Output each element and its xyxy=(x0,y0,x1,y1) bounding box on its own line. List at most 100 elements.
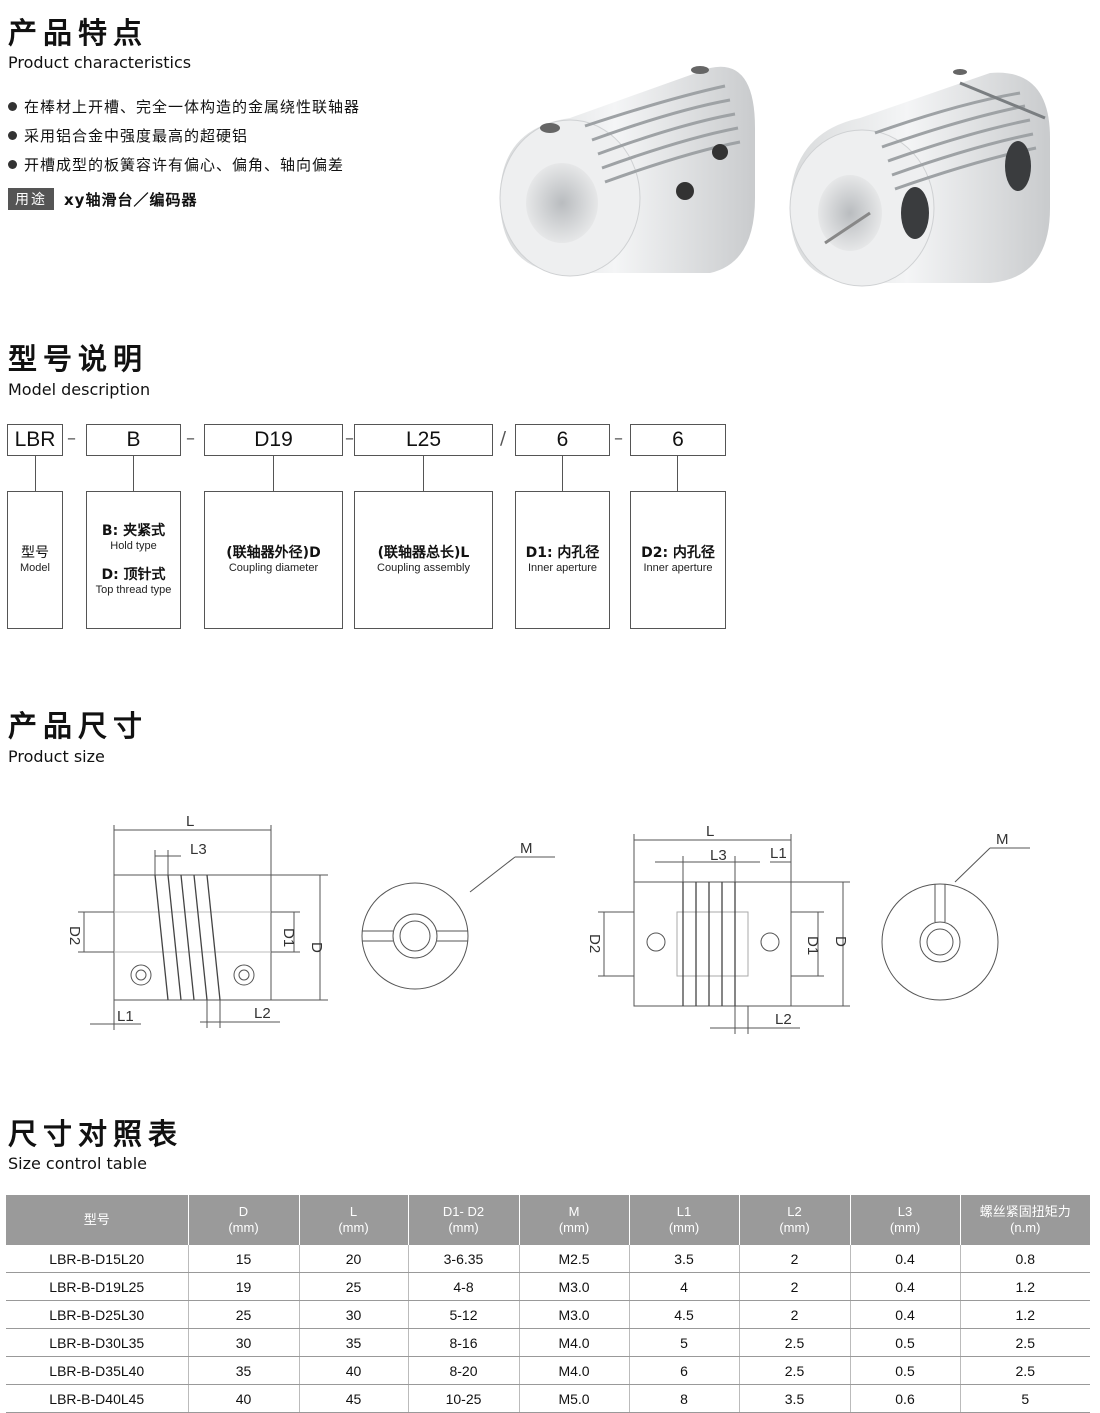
coupling-top-thread-image xyxy=(789,69,1050,287)
desc-d2-cn: D2: 内孔径 xyxy=(641,545,715,561)
table-cell: 2.5 xyxy=(739,1356,851,1385)
table-cell: 8 xyxy=(629,1384,740,1413)
table-cell: 2 xyxy=(739,1245,851,1273)
table-cell: 1.2 xyxy=(960,1300,1090,1329)
dim-label-d1: D1 xyxy=(804,936,821,955)
table-cell: 0.4 xyxy=(850,1300,961,1329)
feature-bullet-2: 采用铝合金中强度最高的超硬铝 xyxy=(8,125,248,146)
dim-label-l3: L3 xyxy=(190,841,207,858)
coupling-end-view xyxy=(361,882,469,990)
bullet-dot-icon xyxy=(8,102,17,111)
table-cell: 35 xyxy=(188,1356,300,1385)
table-cell: 4-8 xyxy=(408,1272,520,1301)
table-cell: 2 xyxy=(739,1272,851,1301)
dim-label-l2: L2 xyxy=(775,1011,792,1028)
table-cell: 2.5 xyxy=(739,1328,851,1357)
table-cell: 3-6.35 xyxy=(408,1245,520,1273)
table-cell: 5 xyxy=(960,1384,1090,1413)
desc-box-type: B: 夹紧式 Hold type D: 顶针式 Top thread type xyxy=(86,491,181,629)
table-cell: 3.5 xyxy=(739,1384,851,1413)
code-box-length: L25 xyxy=(354,424,493,456)
table-header: D(mm) xyxy=(188,1195,300,1245)
table-cell: 5 xyxy=(629,1328,740,1357)
table-cell: 4.5 xyxy=(629,1300,740,1329)
table-cell: 0.8 xyxy=(960,1245,1090,1273)
table-cell: 35 xyxy=(299,1328,409,1357)
code-box-d1: 6 xyxy=(515,424,610,456)
table-header: L(mm) xyxy=(299,1195,409,1245)
table-header: D1- D2(mm) xyxy=(408,1195,520,1245)
usage-row: 用途 xy轴滑台／编码器 xyxy=(8,188,197,210)
table-cell: 40 xyxy=(299,1356,409,1385)
table-cell: 40 xyxy=(188,1384,300,1413)
table-header: 型号 xyxy=(6,1195,189,1245)
table-header: L1(mm) xyxy=(629,1195,740,1245)
features-title-en: Product characteristics xyxy=(8,53,192,72)
table-cell-model: LBR-B-D40L45 xyxy=(6,1384,189,1413)
code-box-model: LBR xyxy=(7,424,63,456)
table-cell: 5-12 xyxy=(408,1300,520,1329)
dim-label-l3: L3 xyxy=(710,847,727,864)
code-box-d2: 6 xyxy=(630,424,726,456)
table-cell: 2.5 xyxy=(960,1356,1090,1385)
table-cell: 19 xyxy=(188,1272,300,1301)
connector-line xyxy=(677,456,678,491)
table-title-cn: 尺寸对照表 xyxy=(8,1117,184,1151)
dim-label-l2: L2 xyxy=(254,1005,271,1022)
feature-bullet-1: 在棒材上开槽、完全一体构造的金属绕性联轴器 xyxy=(8,96,360,117)
table-header-row: 型号 D(mm) L(mm) D1- D2(mm) M(mm) L1(mm) L… xyxy=(6,1195,1090,1245)
connector-line xyxy=(273,456,274,491)
table-cell: 0.6 xyxy=(850,1384,961,1413)
dim-label-d1: D1 xyxy=(280,928,297,947)
dim-label-d2: D2 xyxy=(66,926,83,945)
table-cell: 15 xyxy=(188,1245,300,1273)
dim-label-d: D xyxy=(832,936,849,947)
table-cell: 8-20 xyxy=(408,1356,520,1385)
code-box-type: B xyxy=(86,424,181,456)
feature-text: 在棒材上开槽、完全一体构造的金属绕性联轴器 xyxy=(24,98,361,116)
desc-diameter-en: Coupling diameter xyxy=(228,562,319,574)
table-cell-model: LBR-B-D15L20 xyxy=(6,1245,189,1273)
model-title-en: Model description xyxy=(8,380,151,399)
table-cell: 20 xyxy=(299,1245,409,1273)
usage-text: xy轴滑台／编码器 xyxy=(64,190,198,209)
code-separator: / xyxy=(500,428,507,449)
table-cell: M3.0 xyxy=(519,1300,630,1329)
table-cell: 1.2 xyxy=(960,1272,1090,1301)
code-separator: – xyxy=(614,428,623,449)
table-cell: M4.0 xyxy=(519,1356,630,1385)
table-cell: 8-16 xyxy=(408,1328,520,1357)
connector-line xyxy=(35,456,36,491)
table-header: M(mm) xyxy=(519,1195,630,1245)
desc-box-d1: D1: 内孔径 Inner aperture xyxy=(515,491,610,629)
desc-model-cn: 型号 xyxy=(21,545,49,561)
size-title-cn: 产品尺寸 xyxy=(8,709,149,743)
table-cell: 0.5 xyxy=(850,1356,961,1385)
dim-label-l: L xyxy=(706,823,714,840)
dim-label-m: M xyxy=(996,831,1009,848)
coupling-hold-type-image xyxy=(499,66,755,277)
desc-box-diameter: (联轴器外径)D Coupling diameter xyxy=(204,491,343,629)
dim-label-d2: D2 xyxy=(586,934,603,953)
size-control-table: 型号 D(mm) L(mm) D1- D2(mm) M(mm) L1(mm) L… xyxy=(6,1195,1090,1413)
table-cell-model: LBR-B-D30L35 xyxy=(6,1328,189,1357)
coupling-side-outline xyxy=(113,874,272,1001)
code-separator: – xyxy=(67,428,76,449)
desc-thread-cn: D: 顶针式 xyxy=(101,567,166,583)
table-title-en: Size control table xyxy=(8,1154,147,1173)
table-cell-model: LBR-B-D35L40 xyxy=(6,1356,189,1385)
features-title-cn: 产品特点 xyxy=(8,16,149,50)
table-cell: 3.5 xyxy=(629,1245,740,1273)
table-cell: M3.0 xyxy=(519,1272,630,1301)
table-cell: M5.0 xyxy=(519,1384,630,1413)
dim-label-l1: L1 xyxy=(117,1008,134,1025)
table-cell: 45 xyxy=(299,1384,409,1413)
dim-label-m: M xyxy=(520,840,533,857)
table-cell: 2 xyxy=(739,1300,851,1329)
dim-label-l: L xyxy=(186,813,194,830)
connector-line xyxy=(423,456,424,491)
usage-tag: 用途 xyxy=(8,188,54,210)
